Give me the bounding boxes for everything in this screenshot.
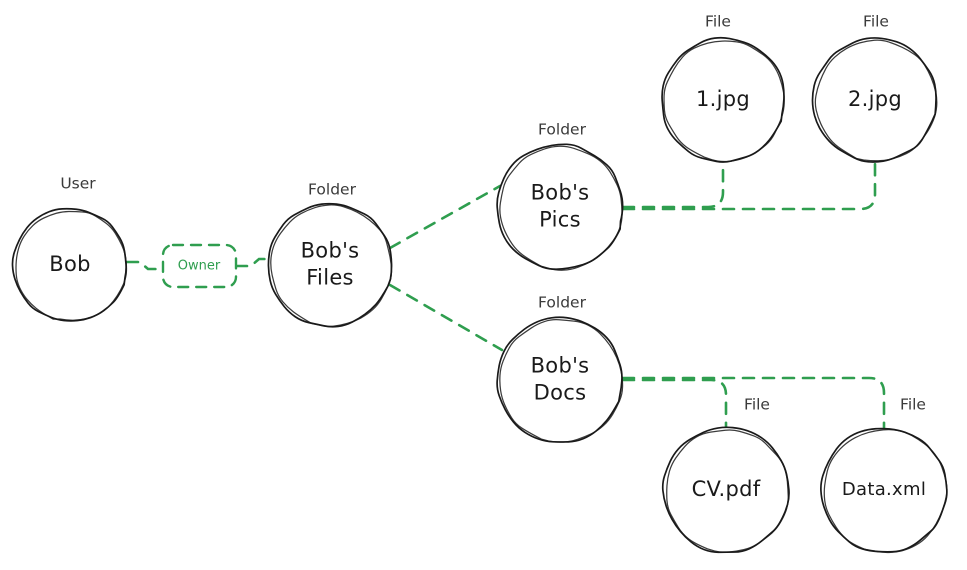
node-type-label: User [60,175,96,193]
node-label: CV.pdf [692,477,761,501]
node-label: Pics [539,208,581,232]
node-file-1-jpg[interactable]: File 1.jpg [661,13,785,163]
node-circle[interactable] [267,202,393,328]
node-label: Bob's [301,239,360,263]
node-type-label: Folder [538,121,587,139]
node-label: Bob [49,252,91,276]
node-type-label: File [744,396,770,414]
edge-bobs-docs-to-file-cv-pdf [621,378,728,430]
node-type-label: File [705,13,731,31]
edge-line [621,378,728,430]
edges-layer [125,161,886,430]
edge-line [621,161,877,211]
node-circle-sketch-overlay [666,429,789,553]
edge-bobs-pics-to-file-1-jpg [621,161,725,209]
node-type-label: File [863,13,889,31]
edge-label-text: Owner [178,259,221,274]
node-label: Bob's [531,181,590,205]
edge-label-edge-bob-owner-files[interactable]: Owner [161,243,238,289]
node-label: Bob's [531,354,590,378]
edge-bobs-files-to-bobs-pics [388,184,502,250]
edge-line [388,283,504,352]
node-label: Data.xml [842,479,926,500]
node-label: 2.jpg [848,87,902,111]
node-circle-sketch-overlay [663,40,785,163]
edge-bobs-docs-to-file-data-xml [621,376,886,430]
edge-bobs-files-to-bobs-docs [388,283,504,352]
node-type-label: Folder [538,294,587,312]
node-circle-sketch-overlay [15,210,128,321]
edge-line [621,376,886,430]
edge-line-segment [234,257,272,268]
node-circle-sketch-overlay [814,39,938,162]
node-type-label: Folder [308,181,357,199]
node-circle-sketch-overlay [499,145,623,271]
node-circle-sketch-overlay [823,428,948,554]
node-label: 1.jpg [696,87,750,111]
node-type-label: File [900,396,926,414]
edge-line [125,260,165,271]
node-circle-sketch-overlay [270,204,393,328]
node-label: Files [306,266,354,290]
edge-labels-layer: Owner [161,243,238,289]
edge-label-box[interactable] [161,243,238,289]
edge-bobs-pics-to-file-2-jpg [621,161,877,211]
node-label: Docs [534,381,587,405]
edge-bob-to-bobs-files [125,257,272,271]
node-file-2-jpg[interactable]: File 2.jpg [811,13,938,163]
edge-line [388,184,502,250]
node-circle[interactable] [496,143,624,271]
nodes-layer: UserBobFolderBob'sFilesFolderBob'sPicsFo… [11,13,948,554]
edge-line [621,161,725,209]
node-circle-sketch-overlay [499,319,624,443]
